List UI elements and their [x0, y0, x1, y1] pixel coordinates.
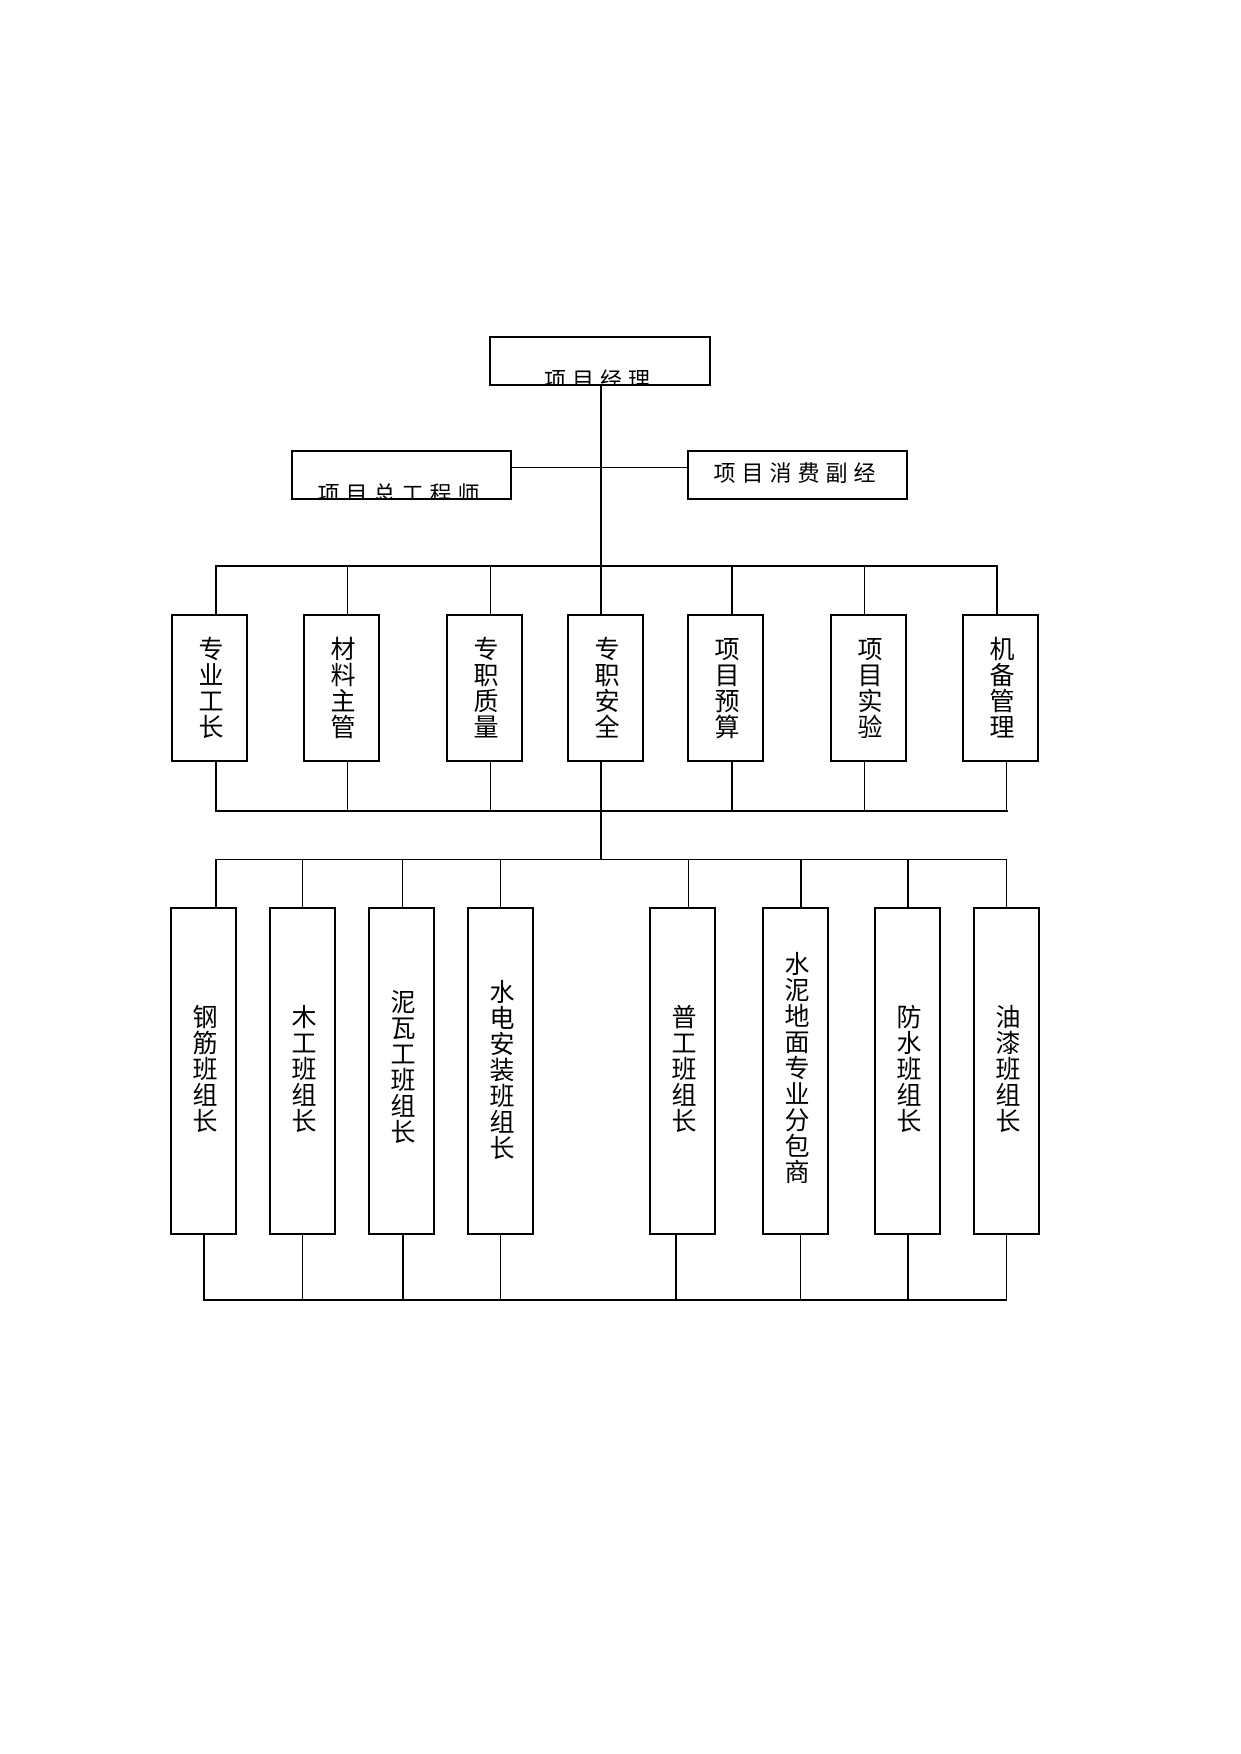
department-label: 材料主管	[327, 636, 356, 740]
team-box: 普工班组长	[649, 907, 716, 1235]
team-box: 防水班组长	[874, 907, 941, 1235]
connector-dept-drop-5	[731, 565, 733, 615]
deputy-manager-box: 项目消费副经	[687, 450, 908, 500]
connector-team-rise-7	[907, 1235, 909, 1300]
department-box: 材料主管	[303, 614, 380, 762]
team-label: 水电安装班组长	[486, 979, 515, 1161]
department-label: 专业工长	[195, 636, 224, 740]
connector-dept-drop-1	[215, 565, 217, 615]
connector-dept-drop-2	[347, 565, 348, 615]
connector-dept-bottom-rail	[215, 810, 1008, 812]
team-label: 普工班组长	[668, 1004, 697, 1134]
team-label: 油漆班组长	[992, 1004, 1021, 1134]
connector-team-drop-7	[907, 859, 909, 909]
connector-team-drop-8	[1006, 859, 1007, 909]
project-manager-label: 项目经理	[543, 369, 656, 386]
department-box: 项目预算	[687, 614, 764, 762]
chief-engineer-box: 项目总工程师	[291, 450, 512, 500]
connector-dept-rise-1	[215, 762, 217, 812]
team-box: 泥瓦工班组长	[368, 907, 435, 1235]
department-box: 专职安全	[567, 614, 644, 762]
team-label: 钢筋班组长	[189, 1004, 218, 1134]
connector-dept-rise-4	[600, 762, 602, 812]
team-box: 钢筋班组长	[170, 907, 237, 1235]
connector-dept-rise-5	[731, 762, 733, 812]
connector-dept-drop-7	[996, 565, 998, 615]
department-label: 专职安全	[591, 636, 620, 740]
connector-dept-drop-6	[864, 565, 865, 615]
department-box: 专职质量	[446, 614, 523, 762]
team-label: 木工班组长	[288, 1004, 317, 1134]
connector-team-rise-5	[675, 1235, 677, 1300]
connector-dept-drop-4	[600, 565, 602, 615]
connector-trunk-lower	[600, 810, 602, 860]
connector-dept-rise-7	[1006, 762, 1007, 812]
connector-team-rise-2	[302, 1235, 303, 1300]
chief-engineer-label: 项目总工程师	[317, 483, 486, 500]
connector-team-rise-3	[402, 1235, 404, 1300]
connector-dept-rise-6	[864, 762, 865, 812]
project-manager-box: 项目经理	[489, 336, 711, 386]
connector-team-drop-2	[302, 859, 303, 909]
department-box: 机备管理	[962, 614, 1039, 762]
connector-dept-rise-2	[347, 762, 348, 812]
connector-team-drop-5	[688, 859, 689, 909]
connector-team-drop-3	[402, 859, 403, 909]
connector-deputies	[512, 467, 688, 468]
connector-team-drop-6	[800, 859, 802, 909]
connector-team-drop-1	[215, 859, 217, 909]
team-box: 水电安装班组长	[467, 907, 534, 1235]
connector-dept-rise-3	[490, 762, 491, 812]
connector-team-top-rail	[215, 859, 1007, 860]
department-label: 机备管理	[986, 636, 1015, 740]
team-label: 水泥地面专业分包商	[781, 951, 810, 1185]
connector-dept-drop-3	[490, 565, 491, 615]
team-box: 水泥地面专业分包商	[762, 907, 829, 1235]
connector-team-rise-4	[500, 1235, 501, 1300]
department-box: 项目实验	[830, 614, 907, 762]
deputy-manager-label: 项目消费副经	[713, 462, 882, 487]
connector-team-rise-1	[203, 1235, 205, 1300]
connector-team-rise-6	[800, 1235, 801, 1300]
connector-team-drop-4	[500, 859, 501, 909]
team-label: 泥瓦工班组长	[387, 989, 416, 1145]
connector-team-bottom-rail	[203, 1299, 1007, 1301]
connector-trunk-upper	[600, 386, 602, 566]
connector-team-rise-8	[1006, 1235, 1007, 1300]
department-label: 专职质量	[470, 636, 499, 740]
department-label: 项目实验	[854, 636, 883, 740]
team-box: 油漆班组长	[973, 907, 1040, 1235]
team-label: 防水班组长	[893, 1004, 922, 1134]
department-box: 专业工长	[171, 614, 248, 762]
connector-dept-top-rail	[215, 565, 998, 567]
department-label: 项目预算	[711, 636, 740, 740]
team-box: 木工班组长	[269, 907, 336, 1235]
